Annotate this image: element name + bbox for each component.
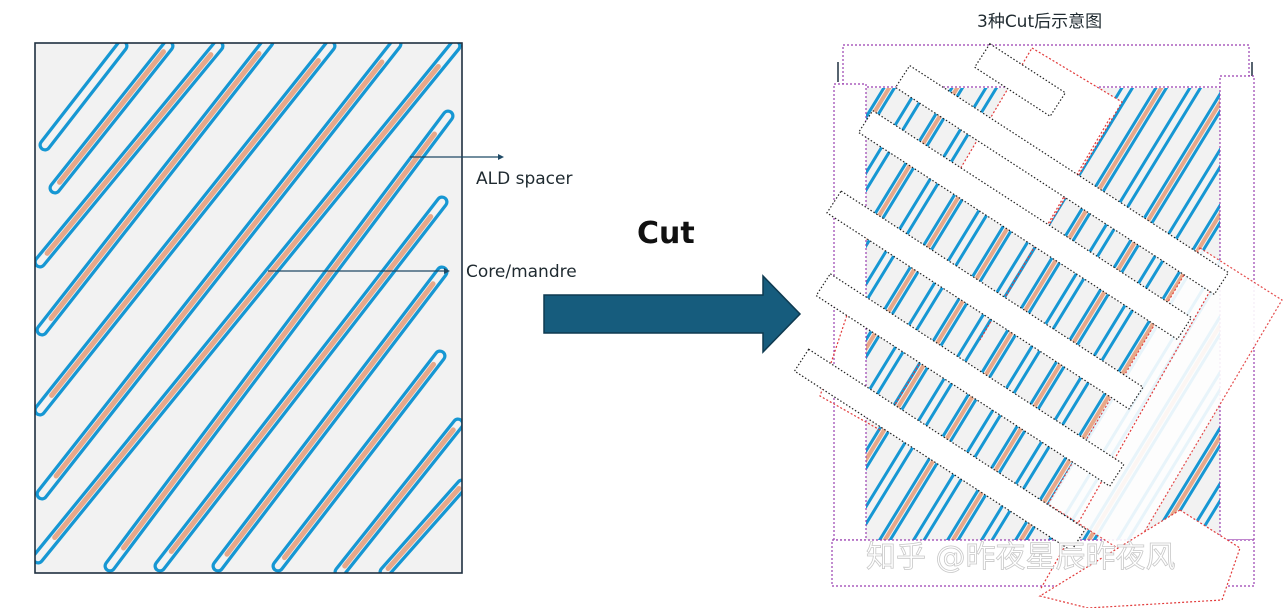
- core-line: [44, 52, 214, 256]
- cut-arrow: Cut: [543, 216, 802, 354]
- black-cut-bar: [973, 42, 1067, 118]
- black-cut-bar: [857, 109, 1193, 341]
- black-cut-bar: [894, 64, 1230, 296]
- left-line-group: [35, 43, 462, 573]
- right-core-line: [1154, 431, 1221, 540]
- core-line: [224, 281, 436, 557]
- spacer-gap: [41, 43, 126, 149]
- spacer-label: ALD spacer: [476, 169, 572, 189]
- cut-bar-group: [793, 42, 1230, 552]
- core-line: [168, 214, 434, 554]
- left-frame: [34, 42, 463, 574]
- core-line: [342, 427, 456, 569]
- core-line: [52, 63, 441, 541]
- black-cut-bar: [793, 348, 1087, 552]
- core-line: [121, 131, 437, 551]
- black-cut-bar: [826, 190, 1144, 410]
- spacer-pointer-head: [498, 154, 504, 160]
- right-core-line: [866, 88, 1096, 464]
- right-panel: 3种Cut后示意图: [793, 12, 1283, 608]
- core-line: [48, 51, 262, 321]
- red-cut-edge-1: [1039, 269, 1223, 591]
- core-label: Core/mandre: [466, 262, 577, 282]
- core-line: [49, 58, 321, 398]
- right-spacer-gap: [866, 88, 1063, 410]
- left-panel: ALD spacer Core/mandre: [34, 42, 577, 574]
- red-cut-window-4: [1038, 509, 1241, 608]
- right-spacer-gap: [866, 88, 1131, 522]
- right-title: 3种Cut后示意图: [977, 12, 1102, 32]
- right-spacer-gap: [1187, 484, 1221, 540]
- right-core-line: [950, 97, 1221, 540]
- right-spacer-gap: [866, 88, 995, 299]
- watermark: 知乎 @昨夜星辰昨夜风: [866, 540, 1176, 575]
- black-cut-bar: [815, 272, 1125, 488]
- core-line: [57, 49, 166, 185]
- cut-label: Cut: [637, 216, 695, 251]
- core-pointer-head: [444, 268, 450, 274]
- core-line: [385, 485, 462, 572]
- core-line: [53, 59, 385, 479]
- core-line: [281, 361, 437, 561]
- arrow-icon: [543, 274, 802, 354]
